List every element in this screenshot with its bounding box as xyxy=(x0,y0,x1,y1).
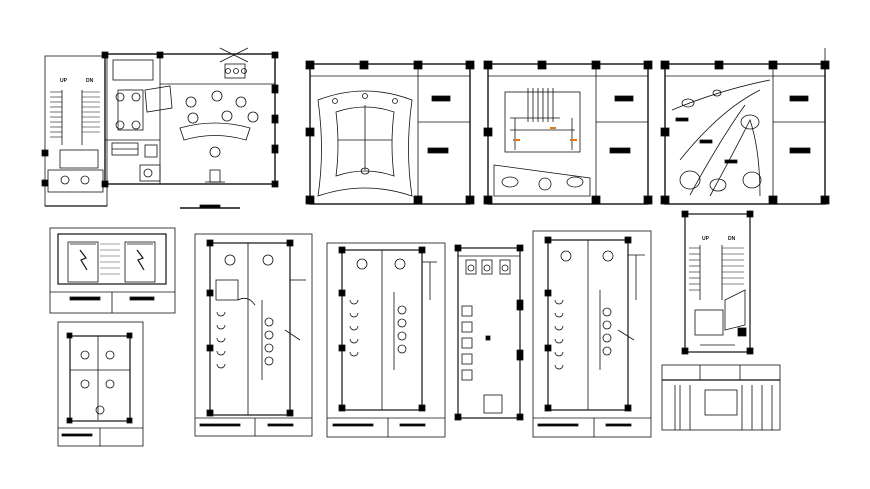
stair-up-label: UP xyxy=(60,78,67,84)
toilet-layout-b xyxy=(326,242,446,438)
office-floor-plan xyxy=(41,47,279,209)
ceiling-plan-a xyxy=(305,60,475,205)
toilet-layout-c xyxy=(532,230,652,438)
front-elevation xyxy=(661,364,781,431)
stair-2-down-label: DN xyxy=(728,236,736,242)
stair-block-2 xyxy=(681,210,754,355)
narrow-toilet-block xyxy=(454,244,524,421)
stair-down-label: DN xyxy=(86,78,94,84)
toilet-layout-a xyxy=(194,233,313,437)
toilet-plan-small xyxy=(57,321,144,447)
office-rooms xyxy=(101,47,279,209)
stair-2-up-label: UP xyxy=(702,236,709,242)
elevation-sheet xyxy=(49,227,176,314)
ceiling-plan-c xyxy=(660,48,830,205)
ceiling-plan-b xyxy=(483,60,653,205)
stair-block xyxy=(41,55,108,207)
